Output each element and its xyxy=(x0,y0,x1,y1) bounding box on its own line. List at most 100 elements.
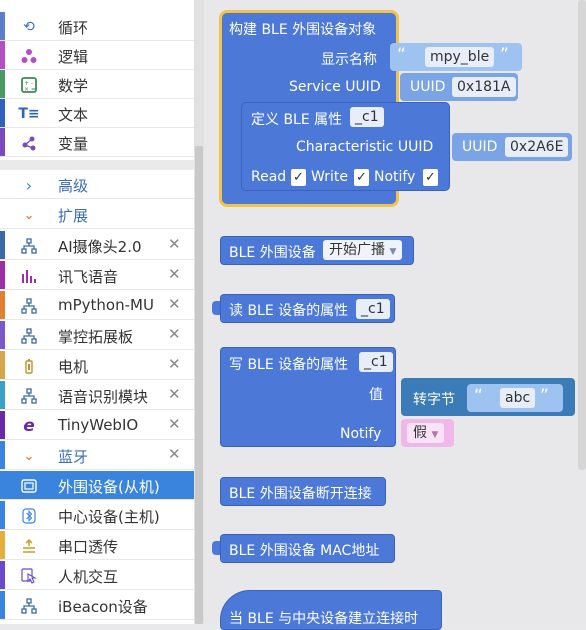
category-color-bar xyxy=(0,381,5,409)
bar-chart-icon xyxy=(20,267,38,285)
bt-item-serial[interactable]: 串口透传 xyxy=(0,531,194,560)
workspace-scrollbar[interactable] xyxy=(578,0,586,470)
category-label: 讯飞语音 xyxy=(58,268,119,286)
category-label: 蓝牙 xyxy=(58,448,89,466)
category-color-bar xyxy=(0,351,5,379)
category-label: 循环 xyxy=(58,19,89,37)
on-connect-label: 当 BLE 与中央设备建立连接时 xyxy=(229,611,419,627)
bt-item-central[interactable]: 中心设备(主机) xyxy=(0,501,194,530)
category-color-bar xyxy=(0,561,5,589)
write-label: Write xyxy=(311,169,348,185)
close-icon[interactable]: ✕ xyxy=(168,445,181,463)
mac-address-block[interactable] xyxy=(220,534,395,563)
notify-checkbox[interactable]: ✓ xyxy=(423,169,438,186)
category-color-bar xyxy=(0,70,5,98)
category-label: iBeacon设备 xyxy=(58,598,148,616)
category-label: 语音识别模块 xyxy=(58,388,149,406)
characteristic-uuid-field[interactable]: 0x2A6E xyxy=(505,137,569,157)
bt-item-hci[interactable]: 人机交互 xyxy=(0,561,194,590)
svg-text:× =: × = xyxy=(24,86,36,93)
write-attribute-var[interactable]: _c1 xyxy=(359,352,393,372)
read-attribute-label: 读 BLE 设备的属性 xyxy=(229,303,349,319)
category-variable[interactable]: 变量 xyxy=(0,128,194,157)
calculator-icon: + -× = xyxy=(20,76,38,94)
text-icon: T≡ xyxy=(18,106,40,122)
category-color-bar xyxy=(0,321,5,349)
bt-item-peripheral[interactable]: 外围设备(从机) xyxy=(0,471,194,500)
close-icon[interactable]: ✕ xyxy=(168,295,181,313)
uuid-label: UUID xyxy=(410,79,446,95)
device-name-field[interactable]: mpy_ble xyxy=(425,47,495,67)
category-text[interactable]: T≡ 文本 xyxy=(0,99,194,128)
write-checkbox[interactable]: ✓ xyxy=(354,169,369,186)
category-math[interactable]: + -× = 数学 xyxy=(0,70,194,99)
read-label: Read xyxy=(251,169,287,185)
category-color-bar xyxy=(0,441,5,469)
category-label: 人机交互 xyxy=(58,568,119,586)
output-notch xyxy=(212,541,220,555)
bluetooth-icon xyxy=(20,507,38,525)
dropdown-value: 开始广播 xyxy=(329,242,385,258)
close-icon[interactable]: ✕ xyxy=(168,325,181,343)
close-icon[interactable]: ✕ xyxy=(168,385,181,403)
notify-value-dropdown[interactable]: 假 ▼ xyxy=(407,423,445,443)
extension-ai-camera[interactable]: AI摄像头2.0 ✕ xyxy=(0,231,194,260)
extension-xunfei-voice[interactable]: 讯飞语音 ✕ xyxy=(0,261,194,290)
close-icon[interactable]: ✕ xyxy=(168,265,181,283)
dropdown-arrow-icon: ▼ xyxy=(389,247,397,257)
category-label: 串口透传 xyxy=(58,538,119,556)
network-icon xyxy=(20,327,38,345)
svg-text:+ -: + - xyxy=(24,80,33,87)
bt-item-ibeacon[interactable]: iBeacon设备 xyxy=(0,591,194,620)
category-label: mPython-MU xyxy=(58,296,154,314)
service-uuid-field[interactable]: 0x181A xyxy=(452,77,516,97)
on-connect-event-block[interactable] xyxy=(220,590,442,630)
category-logic[interactable]: 逻辑 xyxy=(0,41,194,70)
close-quote-icon: ” xyxy=(540,386,549,406)
dropdown-arrow-icon: ▼ xyxy=(431,430,439,440)
category-label: 中心设备(主机) xyxy=(58,508,160,526)
extension-speech-recognition[interactable]: 语音识别模块 ✕ xyxy=(0,381,194,410)
globe-icon: e xyxy=(23,416,35,436)
touch-icon xyxy=(20,567,38,585)
define-attribute-block[interactable] xyxy=(241,102,450,191)
network-icon xyxy=(20,297,38,315)
category-label: 文本 xyxy=(58,106,89,124)
read-attribute-var[interactable]: _c1 xyxy=(356,299,390,319)
close-icon[interactable]: ✕ xyxy=(168,355,181,373)
bytes-text-field[interactable]: abc xyxy=(500,388,536,408)
advertise-dropdown[interactable]: 开始广播 ▼ xyxy=(323,240,403,260)
category-extension[interactable]: ⌄ 扩展 xyxy=(0,200,194,229)
dropdown-value: 假 xyxy=(413,425,427,441)
category-color-bar xyxy=(0,128,5,156)
category-advanced[interactable]: › 高级 xyxy=(0,170,194,199)
display-name-label: 显示名称 xyxy=(321,52,377,68)
sidebar-scrollbar-thumb[interactable] xyxy=(195,146,203,624)
output-notch xyxy=(212,301,220,315)
disconnect-block[interactable] xyxy=(220,477,386,506)
upload-icon xyxy=(20,537,38,555)
chevron-down-icon: ⌄ xyxy=(23,448,35,464)
variable-icon xyxy=(20,134,38,152)
attribute-var-field[interactable]: _c1 xyxy=(350,107,384,127)
close-icon[interactable]: ✕ xyxy=(168,415,181,433)
read-checkbox[interactable]: ✓ xyxy=(291,169,306,186)
category-label: 电机 xyxy=(58,358,89,376)
extension-expansion-board[interactable]: 掌控拓展板 ✕ xyxy=(0,321,194,350)
category-label: 外围设备(从机) xyxy=(58,478,160,496)
close-quote-icon: ” xyxy=(500,45,509,65)
extension-mpython-mu[interactable]: mPython-MU ✕ xyxy=(0,291,194,320)
category-loop[interactable]: ⟲ 循环 xyxy=(0,12,194,41)
network-icon xyxy=(20,237,38,255)
define-attribute-title: 定义 BLE 属性 xyxy=(251,112,343,128)
category-color-bar xyxy=(0,531,5,559)
notify-label: Notify xyxy=(340,426,382,442)
device-icon xyxy=(20,477,38,495)
close-icon[interactable]: ✕ xyxy=(168,235,181,253)
extension-motor[interactable]: 电机 ✕ xyxy=(0,351,194,380)
logic-icon xyxy=(20,47,38,65)
category-bluetooth[interactable]: ⌄ 蓝牙 ✕ xyxy=(0,441,194,470)
category-color-bar xyxy=(0,411,5,439)
category-label: AI摄像头2.0 xyxy=(58,238,142,256)
extension-tinywebio[interactable]: e TinyWebIO ✕ xyxy=(0,411,194,440)
